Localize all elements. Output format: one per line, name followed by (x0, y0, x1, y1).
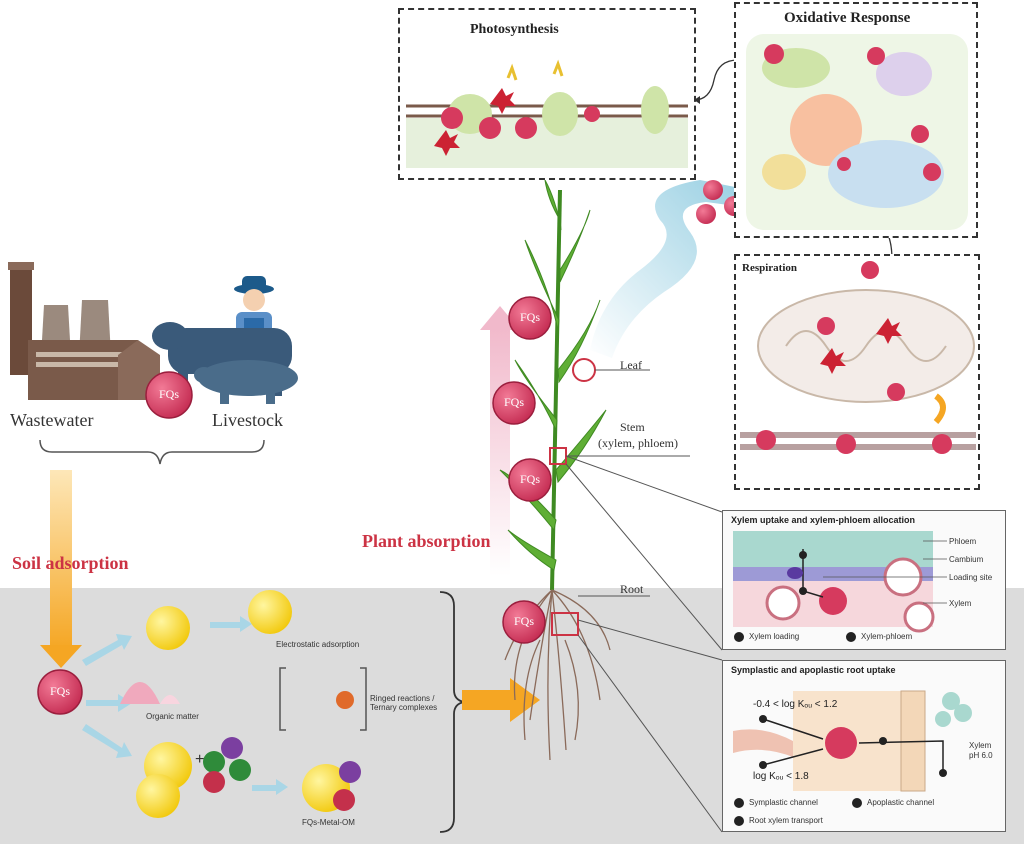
organic-matter-label: Organic matter (146, 712, 199, 721)
fqs-soil-label: FQs (49, 684, 70, 698)
photosynthesis-panel: Photosynthesis (398, 8, 696, 180)
fqs-leaf-ball (508, 296, 552, 340)
soil-adsorption-arrow (40, 470, 82, 668)
factory-icon (8, 262, 160, 400)
electrostatic-label: Electrostatic adsorption (276, 640, 360, 649)
oxidative-response-title: Oxidative Response (784, 10, 911, 26)
leaf-label: Leaf (620, 358, 642, 372)
fqs-stem-label: FQs (503, 395, 524, 409)
root-label: Root (620, 582, 644, 596)
soil-adsorption-label: Soil adsorption (12, 553, 129, 573)
fqs-soil-ball (37, 669, 83, 715)
organic-matter-shape (120, 682, 160, 704)
fqs-leaf-label: FQs (519, 310, 540, 324)
oxidative-response-panel: Oxidative Response (734, 2, 978, 238)
plant-icon (499, 179, 607, 591)
fqs-root-label: FQs (513, 614, 534, 628)
xylem-phloem-legend: Xylem-phloem (861, 632, 913, 641)
fqs-stem-ball (492, 381, 536, 425)
fqs-metal-om-label: FQs-Metal-OM (302, 818, 355, 827)
photosynthesis-title: Photosynthesis (470, 22, 559, 37)
xylem-panel: Xylem uptake and xylem-phloem allocation… (722, 510, 1006, 650)
root-uptake-panel: Symplastic and apoplastic root uptake -0… (722, 660, 1006, 832)
plant-absorption-label: Plant absorption (362, 531, 491, 551)
clay-particle (146, 606, 190, 650)
xylem-loading-legend: Xylem loading (749, 632, 800, 641)
fqs-stem-ball-2 (508, 458, 552, 502)
apoplastic-legend: Apoplastic channel (867, 798, 935, 807)
ph-label: pH 6.0 (969, 751, 993, 760)
metal-ion (336, 691, 354, 709)
fqs-source-ball (145, 371, 193, 419)
xylem-panel-title: Xylem uptake and xylem-phloem allocation (731, 515, 916, 525)
svg-text:+: + (195, 751, 204, 768)
fqs-root-ball (502, 600, 546, 644)
source-brace (39, 439, 265, 465)
cell-icon (746, 34, 968, 230)
loading-site-label: Loading site (949, 573, 993, 582)
formula-bottom: log Kₒᵤ < 1.8 (753, 771, 809, 782)
stem-detail-label: (xylem, phloem) (598, 436, 678, 450)
soil-mechanism-arrows (82, 616, 288, 795)
soil-brace (439, 591, 465, 833)
livestock-label: Livestock (212, 410, 283, 430)
xylem-right-label: Xylem (969, 741, 992, 750)
phloem-label: Phloem (949, 537, 977, 546)
stem-label: Stem (620, 420, 645, 434)
cambium-label: Cambium (949, 555, 984, 564)
mitochondria-icon (740, 261, 976, 454)
root-uptake-arrow (462, 678, 540, 722)
pig-icon (194, 360, 298, 404)
fqs-stem-label-2: FQs (519, 472, 540, 486)
leaf-marker (572, 358, 596, 382)
symplastic-legend: Symplastic channel (749, 798, 818, 807)
leaf-to-cell-arrow (590, 176, 770, 358)
respiration-panel: Respiration (734, 254, 980, 490)
root-xylem-legend: Root xylem transport (749, 816, 823, 825)
clay-particle (248, 590, 292, 634)
ringed-reactions-label: Ringed reactions / Ternary complexes (370, 694, 438, 712)
wastewater-label: Wastewater (10, 410, 94, 430)
respiration-title: Respiration (742, 262, 797, 274)
fqs-source-label: FQs (158, 387, 179, 401)
root-panel-title: Symplastic and apoplastic root uptake (731, 665, 896, 675)
root-marker (551, 612, 579, 636)
xylem-label: Xylem (949, 599, 972, 608)
formula-top: -0.4 < log Kₒᵤ < 1.2 (753, 699, 838, 710)
